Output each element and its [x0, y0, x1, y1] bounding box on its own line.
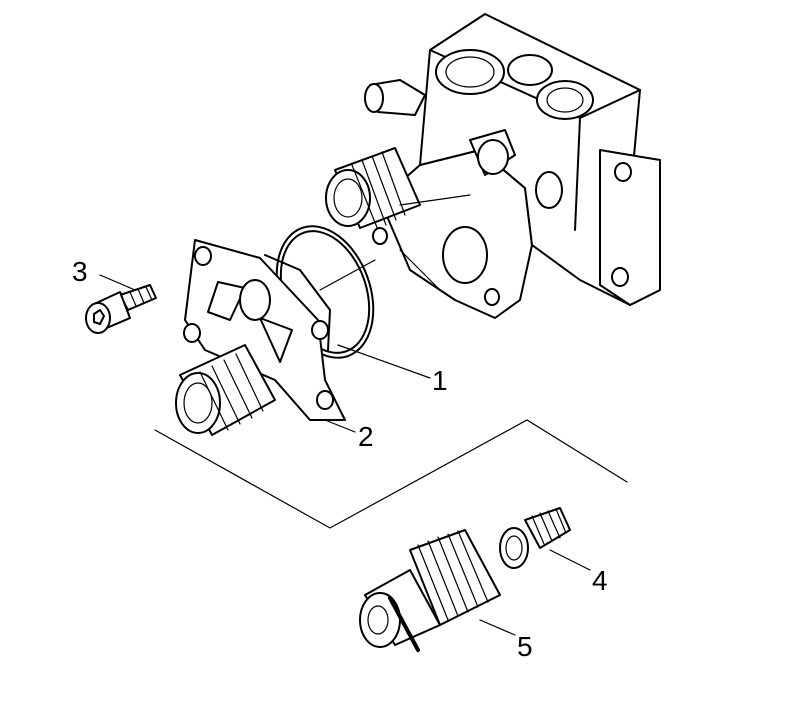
leader-line-3 — [99, 274, 136, 291]
hose-coupling — [359, 529, 501, 652]
group-bracket-line — [154, 419, 628, 529]
callout-2: 2 — [358, 421, 374, 452]
cap-screw — [85, 284, 157, 334]
leader-line-1 — [337, 344, 431, 379]
filter-sieve — [499, 507, 571, 569]
axis-line — [319, 259, 376, 291]
callout-3: 3 — [72, 256, 88, 287]
leader-line-4 — [549, 549, 591, 571]
callout-1: 1 — [432, 365, 448, 396]
flange-adapter — [175, 239, 346, 436]
leader-line-5 — [479, 619, 516, 636]
leader-line-2 — [324, 419, 356, 433]
callout-4: 4 — [592, 565, 608, 596]
callout-5: 5 — [517, 631, 533, 662]
pump-housing — [325, 13, 661, 319]
